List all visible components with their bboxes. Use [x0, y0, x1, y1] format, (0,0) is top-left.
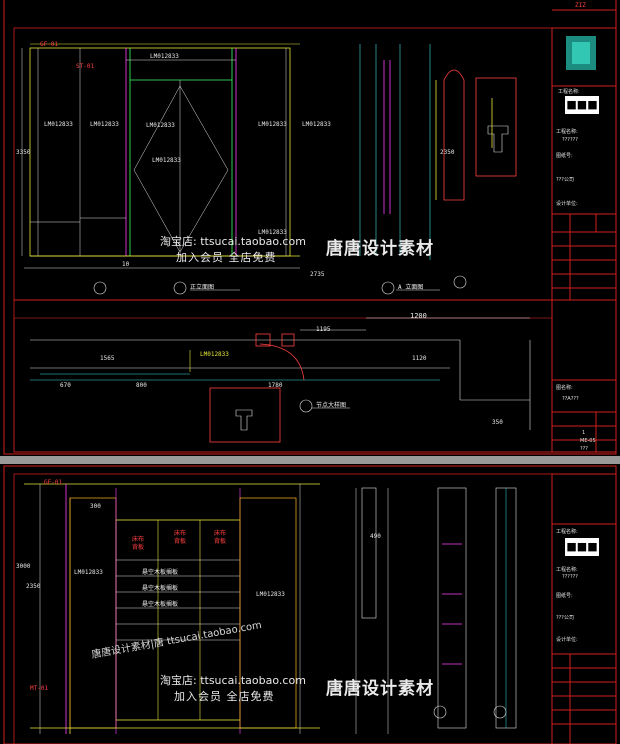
dim-350: 350 — [492, 419, 503, 426]
label-elevation-a: 正立面图 — [190, 284, 215, 291]
label-plan: LM012833 — [200, 351, 229, 358]
dim-3350: 3350 — [16, 149, 31, 156]
tb-scale-value: 1 — [582, 430, 586, 436]
dim-670: 670 — [60, 382, 71, 389]
watermark-shop-url-bottom: 淘宝店: ttsucai.taobao.com — [160, 674, 306, 687]
label-lm5: LM012833 — [302, 121, 331, 128]
dim-2350-bottom: 2350 — [26, 583, 41, 590]
dim-300: 300 — [90, 503, 101, 510]
dim-800: 800 — [136, 382, 147, 389]
tb-project-value: ?????? — [562, 137, 578, 143]
label-panel-2: 床布 背板 — [174, 530, 187, 545]
label-panel-3: 床布 背板 — [214, 530, 227, 545]
label-shelf-2: 悬空木板搁板 — [142, 585, 179, 592]
label-lm3: LM012833 — [146, 122, 175, 129]
label-gf: GF-01 — [40, 41, 59, 48]
tb-drawing-no-label: 图纸号: — [556, 153, 573, 159]
label-elevation-b: A 立面图 — [398, 284, 424, 291]
label-shelf-3: 悬空木板搁板 — [142, 601, 179, 608]
top-cad-drawing — [3, 0, 617, 455]
watermark-brand-bottom: 唐唐设计素材 — [326, 679, 434, 699]
top-drawing-sheet: ZIZ ■■■ 工程名称: 工程名称: ?????? 图纸号: ???公司 设计… — [3, 0, 617, 455]
label-gf-bottom: GF-01 — [44, 479, 63, 486]
dim-1200: 1200 — [410, 312, 427, 320]
label-detail: 节点大样图 — [316, 402, 347, 409]
dim-1780: 1780 — [268, 382, 283, 389]
tb-sheet-name-label: 图名称: — [556, 385, 573, 391]
label-lm2: LM012833 — [90, 121, 119, 128]
tb-label-project-name: 工程名称: — [558, 89, 580, 95]
tb-drawing-no-bottom: 图纸号: — [556, 593, 573, 599]
label-shelf-1: 悬空木板搁板 — [142, 569, 179, 576]
logo-mark: ■■■ — [565, 96, 599, 114]
title-block-top-code: ZIZ — [575, 2, 586, 9]
label-lm4: LM012833 — [258, 121, 287, 128]
dim-1120: 1120 — [412, 355, 427, 362]
sheet-separator — [0, 456, 620, 464]
watermark-shop-url-top: 淘宝店: ttsucai.taobao.com — [160, 235, 306, 248]
tb-bottom-code: ??? — [580, 446, 588, 452]
dim-2735: 2735 — [310, 271, 325, 278]
watermark-join-bottom: 加入会员 全店免费 — [174, 690, 275, 703]
tb-label-project-name-bottom: 工程名称: — [556, 529, 578, 535]
tb-company-bottom: ???公司 — [556, 615, 574, 621]
watermark-join-top: 加入会员 全店免费 — [176, 251, 277, 264]
label-lm6: LM012833 — [152, 157, 181, 164]
tb-project-value-bottom: ?????? — [562, 574, 578, 580]
dim-490: 490 — [370, 533, 381, 540]
dim-2350: 2350 — [440, 149, 455, 156]
logo-mark-bottom: ■■■ — [565, 538, 599, 556]
watermark-brand-top: 唐唐设计素材 — [326, 239, 434, 259]
tb-company-label: ???公司 — [556, 177, 574, 183]
label-door-note: ST-01 — [76, 63, 95, 70]
label-lm-b: LM012833 — [256, 591, 285, 598]
label-panel-1: 床布 背板 — [132, 536, 145, 551]
dim-1195: 1195 — [316, 326, 331, 333]
bottom-drawing-sheet: ■■■ 工程名称: 工程名称: ?????? 图纸号: ???公司 设计单位: … — [0, 464, 620, 744]
label-lm-a: LM012833 — [74, 569, 103, 576]
tb-design-bottom: 设计单位: — [556, 637, 578, 643]
bottom-cad-drawing — [3, 465, 617, 744]
tb-design-label: 设计单位: — [556, 201, 578, 207]
label-lm7: LM012833 — [258, 229, 287, 236]
tb-label-project-bottom: 工程名称: — [556, 567, 578, 573]
dim-3000: 3000 — [16, 563, 31, 570]
tb-sheet-name-value: ??A??? — [562, 396, 579, 402]
tb-sheet-code: ME-05 — [580, 438, 596, 444]
dim-10: 10 — [122, 261, 130, 268]
label-lm-top: LM012833 — [150, 53, 179, 60]
dim-1565: 1565 — [100, 355, 115, 362]
label-lm1: LM012833 — [44, 121, 73, 128]
tb-label-project: 工程名称: — [556, 129, 578, 135]
label-mt: MT-01 — [30, 685, 49, 692]
